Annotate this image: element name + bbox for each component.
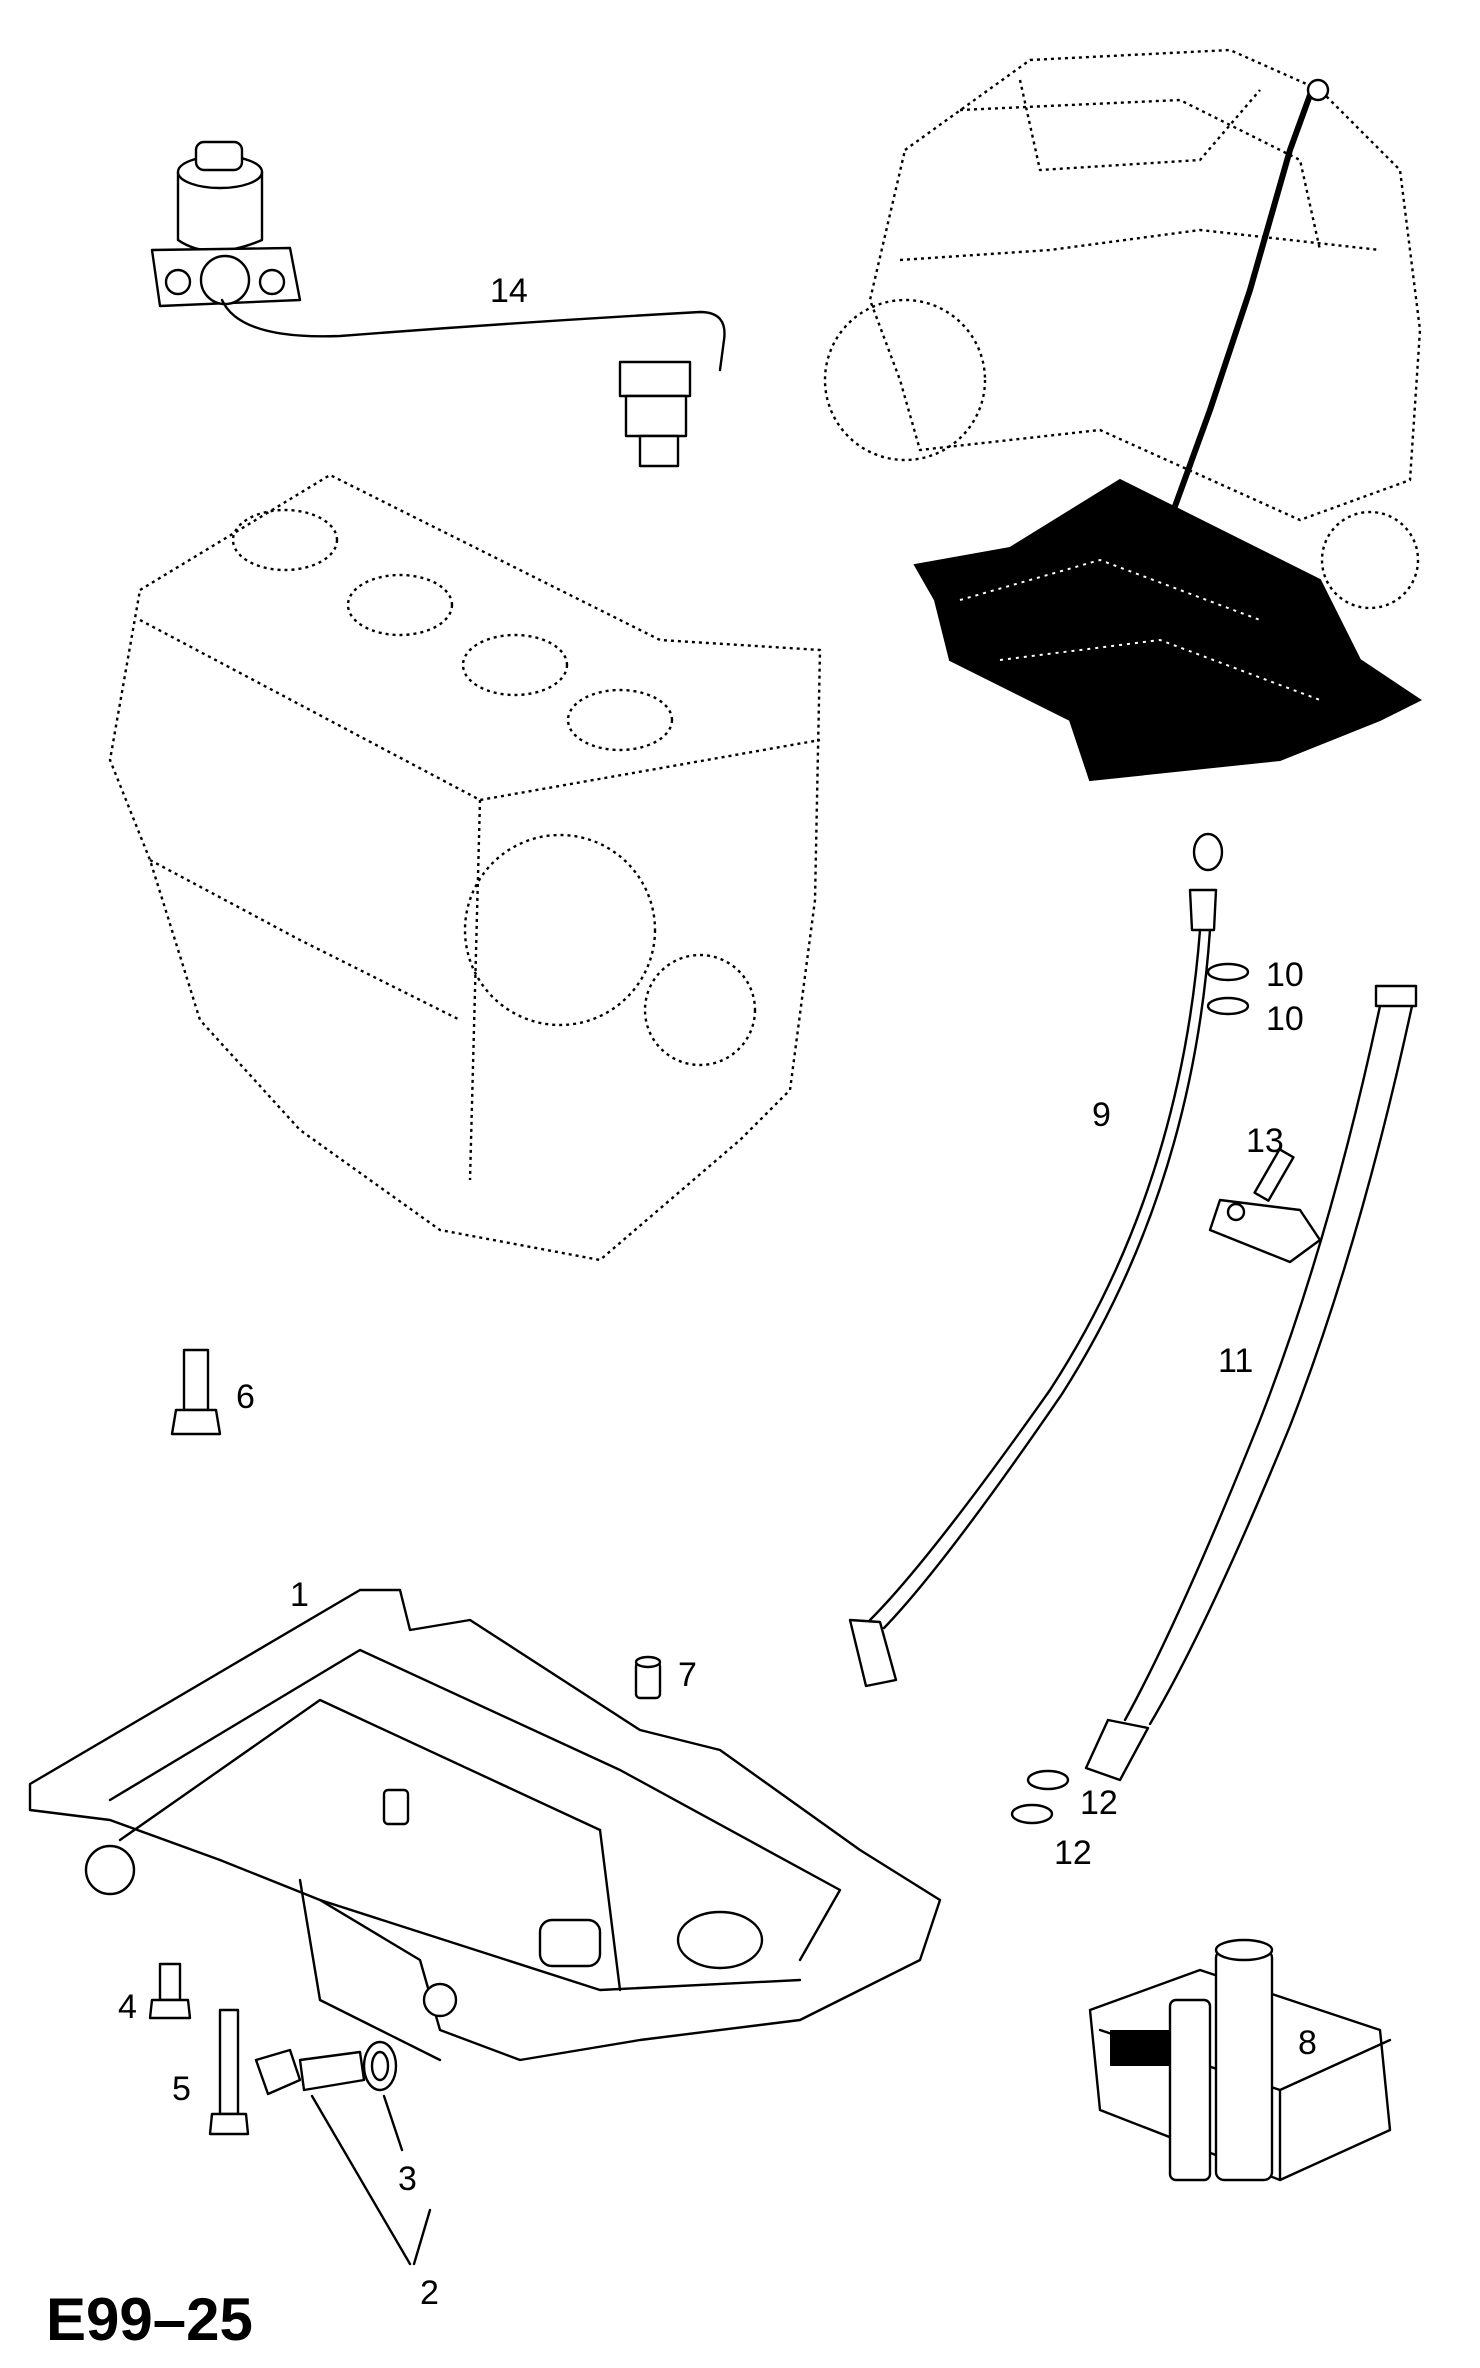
callout-8: 8 xyxy=(1298,2024,1317,2062)
bolt-part-6 xyxy=(170,1348,222,1436)
sealant-kit xyxy=(1088,1938,1392,2182)
callout-6: 6 xyxy=(236,1378,255,1416)
oil-level-sensor xyxy=(150,140,726,468)
callout-4: 4 xyxy=(118,1988,137,2026)
callout-11: 11 xyxy=(1218,1342,1254,1380)
callout-12: 12 xyxy=(1080,1784,1118,1822)
dowel-part-7 xyxy=(634,1655,662,1700)
callout-7: 7 xyxy=(678,1656,697,1694)
callout-9: 9 xyxy=(1092,1096,1111,1134)
callout-1: 1 xyxy=(290,1576,309,1614)
seal-ring-part-3 xyxy=(362,2040,398,2092)
leader-line-part-3 xyxy=(382,2094,404,2152)
oil-pan xyxy=(28,1588,942,2062)
engine-assembly xyxy=(823,48,1422,782)
callout-12: 12 xyxy=(1054,1834,1092,1872)
tube-bracket xyxy=(1208,1148,1322,1264)
seal-rings-part-10 xyxy=(1206,962,1250,1016)
leader-line-part-2 xyxy=(310,2094,412,2266)
callout-2: 2 xyxy=(420,2274,439,2312)
callout-13: 13 xyxy=(1246,1122,1284,1160)
pan-bolt-part-5 xyxy=(208,2008,250,2136)
callout-10: 10 xyxy=(1266,956,1304,994)
callout-3: 3 xyxy=(398,2160,417,2198)
callout-10: 10 xyxy=(1266,1000,1304,1038)
leader-line-part-2b xyxy=(412,2208,432,2266)
diagram-code: E99–25 xyxy=(46,2286,253,2353)
dipstick-tube xyxy=(1084,984,1418,1782)
seal-rings-part-12 xyxy=(1010,1769,1070,1825)
callout-5: 5 xyxy=(172,2070,191,2108)
pan-bolt-part-4 xyxy=(148,1962,192,2020)
oil-dipstick xyxy=(848,832,1224,1688)
cylinder-block xyxy=(108,473,822,1262)
callout-14: 14 xyxy=(490,272,528,310)
drain-plug-part-2 xyxy=(254,2048,366,2096)
